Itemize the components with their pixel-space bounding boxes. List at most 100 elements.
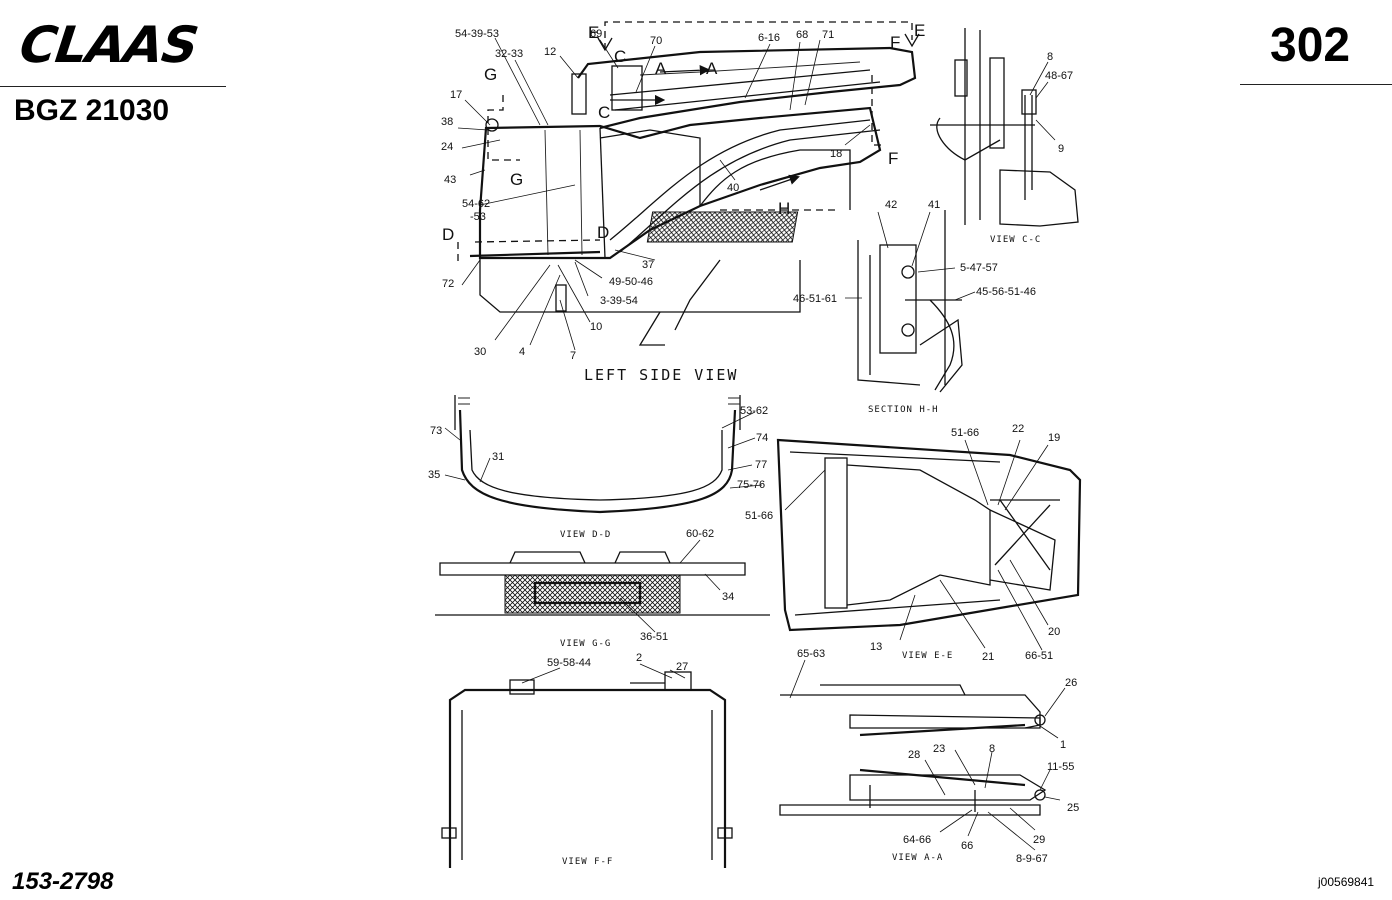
callout-label: 2 xyxy=(636,652,642,664)
callout-label: 54-39-53 xyxy=(455,28,499,40)
callout-label: 66 xyxy=(961,840,973,852)
callout-label: 23 xyxy=(933,743,945,755)
section-hh xyxy=(845,210,976,393)
caption-view-ee: VIEW E-E xyxy=(902,651,953,661)
callout-label: 21 xyxy=(982,651,994,663)
model-code: BGZ 21030 xyxy=(14,94,170,127)
callout-label: 77 xyxy=(755,459,767,471)
view-gg xyxy=(435,539,770,633)
callout-label: 8 xyxy=(989,743,995,755)
section-marker: E xyxy=(914,21,925,40)
callout-label: 12 xyxy=(544,46,556,58)
callout-label: 17 xyxy=(450,89,462,101)
callout-label: 20 xyxy=(1048,626,1060,638)
callout-label: 51-66 xyxy=(745,510,773,522)
claas-logo: CLAAS xyxy=(8,14,234,74)
callout-label: 1 xyxy=(1060,739,1066,751)
callout-label: 69 xyxy=(590,28,602,40)
page-number-underline xyxy=(1240,84,1392,85)
callout-label: 65-63 xyxy=(797,648,825,660)
callout-label: 5-47-57 xyxy=(960,262,998,274)
view-dd xyxy=(444,395,763,514)
callout-label: 45-56-51-46 xyxy=(976,286,1036,298)
callout-label: 59-58-44 xyxy=(547,657,591,669)
caption-left-side-view: LEFT SIDE VIEW xyxy=(584,366,738,384)
callout-label: 42 xyxy=(885,199,897,211)
callout-label: 35 xyxy=(428,469,440,481)
callout-label: 10 xyxy=(590,321,602,333)
callout-label: 49-50-46 xyxy=(609,276,653,288)
section-marker: F xyxy=(890,33,900,52)
drawing-number: 153-2798 xyxy=(12,868,114,895)
callout-label: -53 xyxy=(470,211,486,223)
page-number: 302 xyxy=(1270,19,1351,72)
view-ee xyxy=(776,438,1082,651)
callout-label: 71 xyxy=(822,29,834,41)
callout-label: 25 xyxy=(1067,802,1079,814)
callout-label: 48-67 xyxy=(1045,70,1073,82)
callout-label: 74 xyxy=(756,432,768,444)
callout-label: 28 xyxy=(908,749,920,761)
callout-label: 24 xyxy=(441,141,453,153)
callout-label: 13 xyxy=(870,641,882,653)
caption-view-aa: VIEW A-A xyxy=(892,853,943,863)
callout-label: 72 xyxy=(442,278,454,290)
image-code: j00569841 xyxy=(1318,875,1375,889)
callout-label: 66-51 xyxy=(1025,650,1053,662)
callout-label: 34 xyxy=(722,591,734,603)
callout-label: 53-62 xyxy=(740,405,768,417)
callout-label: 7 xyxy=(570,350,576,362)
callout-label: 70 xyxy=(650,35,662,47)
caption-section-hh: SECTION H-H xyxy=(868,405,939,415)
caption-view-gg: VIEW G-G xyxy=(560,639,611,649)
callout-label: 73 xyxy=(430,425,442,437)
callout-label: 41 xyxy=(928,199,940,211)
callout-label: 38 xyxy=(441,116,453,128)
view-aa xyxy=(779,659,1066,851)
callout-label: 18 xyxy=(830,148,842,160)
callout-label: 68 xyxy=(796,29,808,41)
callout-label: 75-76 xyxy=(737,479,765,491)
section-marker: G xyxy=(510,170,523,189)
logo-underline xyxy=(0,86,226,87)
callout-label: 9 xyxy=(1058,143,1064,155)
callout-label: 27 xyxy=(676,661,688,673)
callout-label: 19 xyxy=(1048,432,1060,444)
callout-label: 29 xyxy=(1033,834,1045,846)
callout-label: 8 xyxy=(1047,51,1053,63)
caption-view-cc: VIEW C-C xyxy=(990,235,1041,245)
section-marker: E xyxy=(588,23,599,42)
callout-label: 11-55 xyxy=(1047,761,1074,773)
section-marker: A xyxy=(655,59,667,78)
callout-label: 40 xyxy=(727,182,739,194)
callout-label: 54-62 xyxy=(462,198,490,210)
callout-label: 37 xyxy=(642,259,654,271)
section-marker: A xyxy=(706,59,718,78)
callout-label: 30 xyxy=(474,346,486,358)
section-marker: C xyxy=(614,47,626,66)
callout-label: 3-39-54 xyxy=(600,295,638,307)
caption-view-dd: VIEW D-D xyxy=(560,530,611,540)
svg-text:CLAAS: CLAAS xyxy=(10,16,206,70)
callout-label: 4 xyxy=(519,346,525,358)
section-marker: H xyxy=(778,199,790,218)
callout-label: 26 xyxy=(1065,677,1077,689)
callout-label: 8-9-67 xyxy=(1016,853,1048,865)
section-marker: G xyxy=(484,65,497,84)
callout-label: 46-51-61 xyxy=(793,293,837,305)
callout-label: 60-62 xyxy=(686,528,714,540)
callout-label: 31 xyxy=(492,451,504,463)
callout-label: 36-51 xyxy=(640,631,668,643)
left-side-view xyxy=(457,21,920,351)
section-marker: C xyxy=(598,103,610,122)
caption-view-ff: VIEW F-F xyxy=(562,857,613,867)
callout-label: 32-33 xyxy=(495,48,523,60)
callout-label: 6-16 xyxy=(758,32,780,44)
section-marker: D xyxy=(442,225,454,244)
section-marker: D xyxy=(597,223,609,242)
view-cc xyxy=(930,28,1079,227)
view-ff xyxy=(441,663,733,868)
section-marker: F xyxy=(888,149,898,168)
